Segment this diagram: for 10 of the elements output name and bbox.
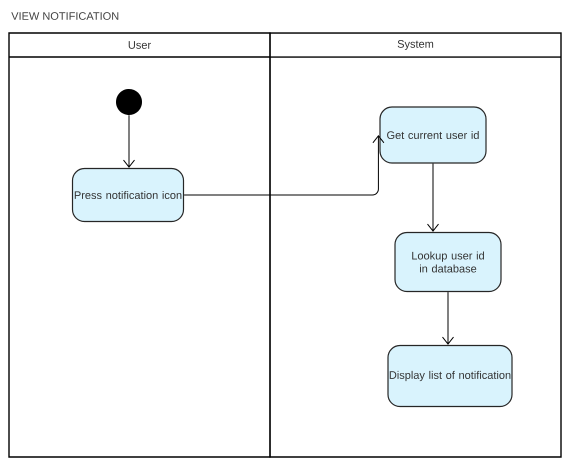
activity-box: Press notification icon — [72, 168, 184, 222]
arrow — [184, 135, 384, 196]
activity-box: Display list of notification — [387, 344, 513, 408]
start-circle — [116, 89, 142, 115]
arrow — [442, 292, 454, 345]
activity-box: Get current user id — [379, 106, 487, 164]
arrow — [427, 163, 439, 232]
activity-box: Lookup user id in database — [394, 232, 502, 292]
diagram-title: VIEW NOTIFICATION — [11, 12, 118, 20]
arrow — [123, 114, 135, 168]
